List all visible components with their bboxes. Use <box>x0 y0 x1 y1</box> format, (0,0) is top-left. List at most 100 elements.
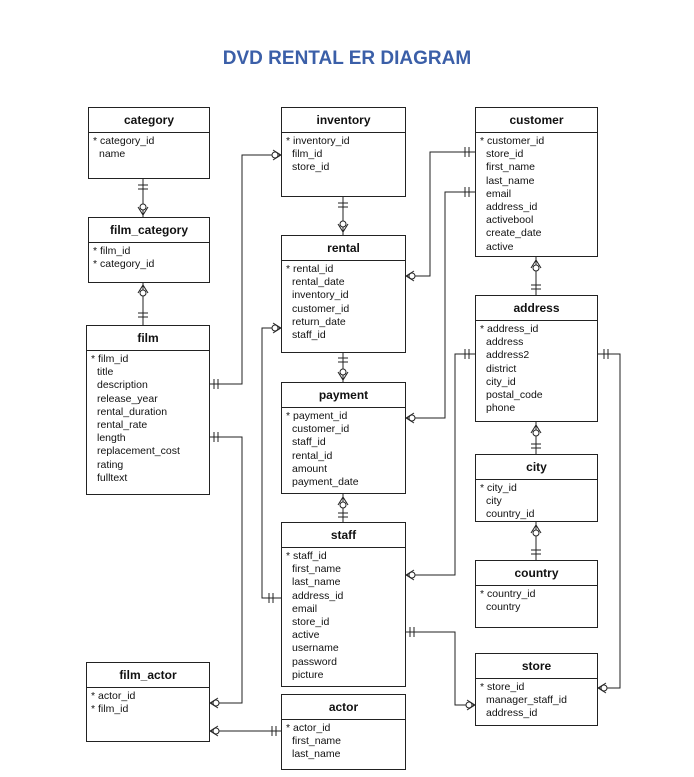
cardinality-mark <box>530 259 537 269</box>
field-row: rental_duration <box>97 405 168 418</box>
field-row: city_id <box>486 375 516 388</box>
relationship-line <box>210 436 243 704</box>
field-row: email <box>292 602 318 615</box>
field-row: first_name <box>292 563 342 576</box>
cardinality-mark <box>339 501 347 509</box>
cardinality-mark <box>408 414 416 422</box>
cardinality-mark <box>535 259 542 269</box>
field-row: first_name <box>486 161 536 174</box>
field-row: release_year <box>97 392 158 405</box>
entity-header: film_category <box>89 218 209 243</box>
field-row: return_date <box>292 315 346 328</box>
field-row: rental_rate <box>97 419 148 432</box>
field-row: city_id <box>480 482 593 495</box>
field-row: film_id <box>91 353 205 366</box>
field-row: active <box>486 240 514 253</box>
entity-header: film_actor <box>87 663 209 688</box>
field-row: film_id <box>91 703 205 716</box>
cardinality-mark <box>535 424 542 434</box>
entity-header: rental <box>282 236 405 261</box>
entity-header: film <box>87 326 209 351</box>
field-row: staff_id <box>286 550 401 563</box>
field-row: name <box>99 148 126 161</box>
diagram-title: DVD RENTAL ER DIAGRAM <box>222 48 472 69</box>
field-row: payment_date <box>292 476 359 489</box>
cardinality-mark <box>342 223 349 233</box>
entity-header: city <box>476 455 597 480</box>
field-row: last_name <box>292 748 341 761</box>
field-row: customer_id <box>480 135 593 148</box>
entity-film: filmfilm_idtitledescriptionrelease_yearr… <box>86 325 210 495</box>
entity-fields: staff_idfirst_namelast_nameaddress_idema… <box>282 548 405 684</box>
field-row: city <box>486 495 502 508</box>
field-row: address_id <box>486 707 538 720</box>
field-row: customer_id <box>292 302 350 315</box>
entity-payment: paymentpayment_idcustomer_idstaff_idrent… <box>281 382 406 494</box>
field-row: address2 <box>486 349 530 362</box>
cardinality-mark <box>142 206 149 216</box>
relationship-line <box>406 631 475 706</box>
field-row: fulltext <box>97 471 128 484</box>
entity-header: actor <box>282 695 405 720</box>
entity-fields: customer_idstore_idfirst_namelast_nameem… <box>476 133 597 256</box>
field-row: picture <box>292 668 324 681</box>
field-row: address_id <box>486 201 538 214</box>
cardinality-mark <box>271 324 279 332</box>
entity-header: payment <box>282 383 405 408</box>
entity-fields: payment_idcustomer_idstaff_idrental_idam… <box>282 408 405 491</box>
field-row: staff_id <box>292 329 326 342</box>
cardinality-mark <box>139 203 147 211</box>
field-row: address <box>486 336 524 349</box>
field-row: rental_date <box>292 276 345 289</box>
field-row: length <box>97 432 126 445</box>
field-row: last_name <box>486 174 535 187</box>
field-row: inventory_id <box>292 289 349 302</box>
cardinality-mark <box>212 699 220 707</box>
field-row: film_id <box>292 148 323 161</box>
field-row: store_id <box>480 681 593 694</box>
field-row: phone <box>486 402 516 415</box>
field-row: store_id <box>486 148 524 161</box>
field-row: manager_staff_id <box>486 694 567 707</box>
field-row: create_date <box>486 227 542 240</box>
field-row: rental_id <box>292 449 333 462</box>
cardinality-mark <box>535 524 542 534</box>
cardinality-mark <box>532 264 540 272</box>
field-row: address_id <box>480 323 593 336</box>
entity-header: category <box>89 108 209 133</box>
entity-fields: rental_idrental_dateinventory_idcustomer… <box>282 261 405 344</box>
field-row: last_name <box>292 576 341 589</box>
field-row: rental_id <box>286 263 401 276</box>
entity-customer: customercustomer_idstore_idfirst_namelas… <box>475 107 598 257</box>
entity-header: address <box>476 296 597 321</box>
cardinality-mark <box>342 496 349 506</box>
relationship-line <box>210 154 281 385</box>
relationship-line <box>406 151 475 277</box>
field-row: staff_id <box>292 436 326 449</box>
entity-fields: film_idtitledescriptionrelease_yearrenta… <box>87 351 209 487</box>
field-row: address_id <box>292 589 344 602</box>
field-row: district <box>486 362 517 375</box>
cardinality-mark <box>600 684 608 692</box>
cardinality-mark <box>408 571 416 579</box>
cardinality-mark <box>532 529 540 537</box>
entity-staff: staffstaff_idfirst_namelast_nameaddress_… <box>281 522 406 687</box>
relationship-line <box>406 353 475 576</box>
cardinality-mark <box>337 223 344 233</box>
entity-header: customer <box>476 108 597 133</box>
entity-header: store <box>476 654 597 679</box>
entity-address: addressaddress_idaddressaddress2district… <box>475 295 598 422</box>
entity-header: country <box>476 561 597 586</box>
